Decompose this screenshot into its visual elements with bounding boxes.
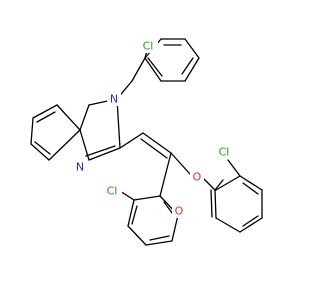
label-mask [190,170,204,184]
bond-line [202,177,216,191]
bond-line [181,57,194,75]
label-mask [214,145,234,159]
label-mask [102,184,122,198]
bond-line [149,235,170,241]
bond-line [127,225,147,246]
bond-line [184,38,200,59]
bond-line [184,57,200,82]
label-mask [172,204,186,218]
label-mask [107,92,121,106]
bond-line [119,190,135,201]
bond-line [239,175,263,191]
atom-labels: Cl N N Cl O Cl O [73,39,234,218]
bond-line [214,189,217,219]
bond-line [30,117,34,145]
bond-line [30,143,50,161]
ester-oxygen-label: O [193,171,202,184]
bond-line [32,104,58,119]
bond-line [147,57,163,77]
bond-line [127,199,135,227]
bond-line [56,104,81,131]
bond-line [242,182,259,195]
bond-line [171,214,179,242]
bond-line [140,138,168,159]
bond-line [145,240,173,246]
bond-line [215,175,241,191]
carbonyl-oxygen-label: O [175,205,184,218]
bond-line [34,141,51,155]
bond-line [116,98,121,149]
bond-line [214,179,224,191]
bond-line [133,195,161,201]
bond-line [85,145,116,157]
bond-line [159,152,172,197]
bond-line [131,57,146,82]
bond-line [210,189,213,218]
bond-line [239,217,263,233]
bond-line [119,132,144,149]
bond-line [36,111,56,123]
nitrogen-atom-label: N [76,161,84,174]
chemical-structure: Cl N N Cl O Cl O [30,38,263,246]
bond-line [48,129,81,161]
bond-line [142,132,172,154]
bond-lines [30,38,263,246]
label-mask [138,39,158,53]
bond-line [144,57,162,82]
chlorine-atom-label: Cl [107,185,118,198]
bond-line [242,215,259,227]
bond-line [170,152,191,175]
label-mask [73,160,87,174]
bond-line [131,205,138,225]
bond-line [215,217,241,233]
chlorine-atom-label: Cl [219,146,230,159]
nitrogen-atom-label: N [110,93,118,106]
chlorine-atom-label: Cl [143,40,154,53]
bond-line [88,147,121,161]
bond-line [79,104,90,131]
bond-line [227,159,241,177]
